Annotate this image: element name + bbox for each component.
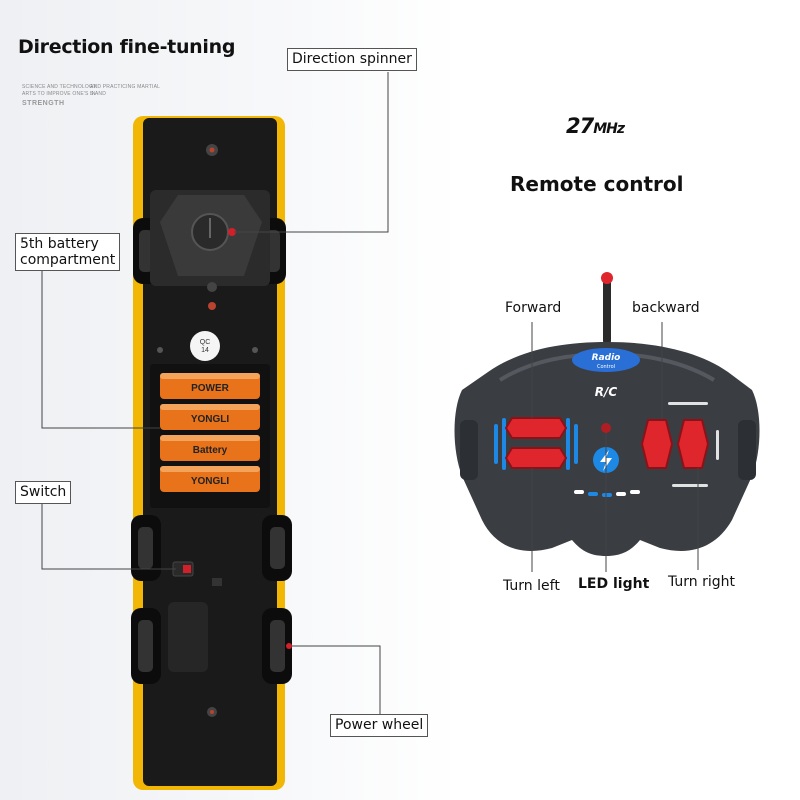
svg-text:YONGLI: YONGLI (191, 476, 230, 487)
backward-button[interactable] (504, 447, 568, 469)
callout-direction-spinner: Direction spinner (287, 48, 417, 71)
turn-left-button[interactable] (640, 419, 674, 469)
leader-line (234, 72, 389, 233)
qc-text: 14 (201, 347, 209, 354)
svg-text:POWER: POWER (191, 383, 230, 394)
label-turn-left: Turn left (503, 578, 560, 594)
label-forward: Forward (505, 300, 562, 316)
motor-housing (168, 602, 208, 672)
radio-control-badge (572, 348, 640, 372)
tagline-text: SCIENCE AND TECHNOLOGY (22, 84, 97, 90)
leader-line (292, 645, 381, 714)
frequency-label: 27MHz (566, 114, 625, 138)
bottom-arc-stripes (574, 490, 640, 497)
rc-logo: R/C (595, 385, 618, 399)
battery: YONGLI (160, 404, 260, 430)
svg-text:Battery: Battery (193, 445, 228, 456)
svg-text:Control: Control (597, 364, 615, 370)
tagline-text: S AND (90, 91, 107, 97)
leader-line (41, 268, 160, 429)
battery: YONGLI (160, 466, 260, 492)
tagline-text: AND PRACTICING MARTIAL (90, 84, 161, 90)
tagline-strength: STRENGTH (22, 100, 65, 107)
page-title: Direction fine-tuning (18, 36, 236, 58)
left-grip (460, 420, 478, 480)
leader-line (41, 502, 176, 570)
left-blue-stripes (494, 418, 578, 470)
label-turn-right: Turn right (668, 574, 736, 590)
antenna-tip (601, 272, 613, 284)
remote-title: Remote control (510, 172, 684, 196)
svg-text:YONGLI: YONGLI (191, 414, 230, 425)
battery: Battery (160, 435, 260, 461)
led-light (601, 423, 611, 433)
antenna (603, 280, 611, 344)
battery: POWER (160, 373, 260, 399)
power-wheel-marker (286, 643, 292, 649)
label-led-light: LED light (578, 576, 650, 592)
forward-button[interactable] (504, 417, 568, 439)
spinner-marker (228, 228, 236, 236)
tagline-text: ARTS TO IMPROVE ONE'S IN (22, 91, 96, 97)
qc-sticker (190, 331, 220, 361)
callout-switch: Switch (15, 481, 72, 504)
turn-right-button[interactable] (676, 419, 710, 469)
callout-power-wheel: Power wheel (330, 714, 429, 737)
qc-text: QC (200, 339, 211, 346)
right-grip (738, 420, 756, 480)
svg-text:Radio: Radio (592, 353, 621, 363)
label-backward: backward (632, 300, 700, 316)
right-stripes (668, 402, 719, 487)
callout-battery-compartment: 5th battery compartment (15, 233, 121, 271)
